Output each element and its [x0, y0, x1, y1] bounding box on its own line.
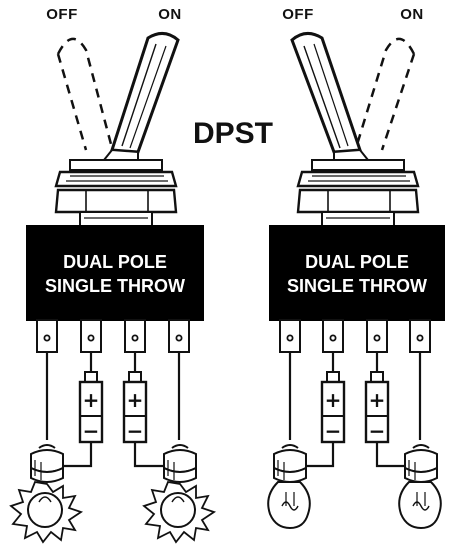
spade-terminal-icon — [409, 319, 431, 353]
switch-right: OFF ON DUAL POLE SINGLE THROW — [267, 6, 445, 530]
wiring — [288, 352, 422, 468]
svg-text:−: − — [83, 419, 100, 443]
switch-body-line1: DUAL POLE — [63, 252, 167, 272]
bushing-nut — [296, 159, 420, 227]
on-position-label: ON — [158, 6, 182, 23]
spade-terminal-icon — [36, 319, 58, 353]
spade-terminal-icon — [80, 319, 102, 353]
bushing-nut — [54, 159, 178, 227]
ghost-lever-on-icon — [354, 37, 416, 151]
svg-text:+: + — [369, 388, 386, 412]
battery-icon: + − — [78, 370, 104, 444]
svg-text:+: + — [127, 388, 144, 412]
spade-terminal-icon — [168, 319, 190, 353]
off-position-label: OFF — [282, 6, 314, 23]
toggle-lever-icon — [290, 32, 370, 164]
wiring — [45, 352, 181, 468]
light-bulb-icon — [9, 444, 84, 544]
light-bulb-icon — [142, 444, 217, 544]
spade-terminal-icon — [279, 319, 301, 353]
battery-icon: + − — [364, 370, 390, 444]
light-bulb-icon — [267, 444, 311, 530]
battery-icon: + − — [122, 370, 148, 444]
diagram-title: DPST — [193, 117, 273, 150]
switch-body — [269, 225, 445, 321]
svg-text:−: − — [369, 419, 386, 443]
switch-body — [26, 225, 204, 321]
ghost-lever-off-icon — [56, 37, 114, 151]
svg-text:−: − — [325, 419, 342, 443]
switch-body-line2: SINGLE THROW — [45, 276, 185, 296]
spade-terminal-icon — [124, 319, 146, 353]
light-bulb-icon — [398, 444, 442, 530]
spade-terminal-icon — [322, 319, 344, 353]
spade-terminal-icon — [366, 319, 388, 353]
battery-icon: + − — [320, 370, 346, 444]
svg-text:+: + — [325, 388, 342, 412]
switch-body-line1: DUAL POLE — [305, 252, 409, 272]
svg-text:+: + — [83, 388, 100, 412]
on-position-label: ON — [400, 6, 424, 23]
switch-body-line2: SINGLE THROW — [287, 276, 427, 296]
off-position-label: OFF — [46, 6, 78, 23]
toggle-lever-icon — [102, 32, 180, 164]
switch-left: OFF ON DUAL POLE SINGLE THROW — [9, 6, 217, 544]
svg-text:−: − — [127, 419, 144, 443]
